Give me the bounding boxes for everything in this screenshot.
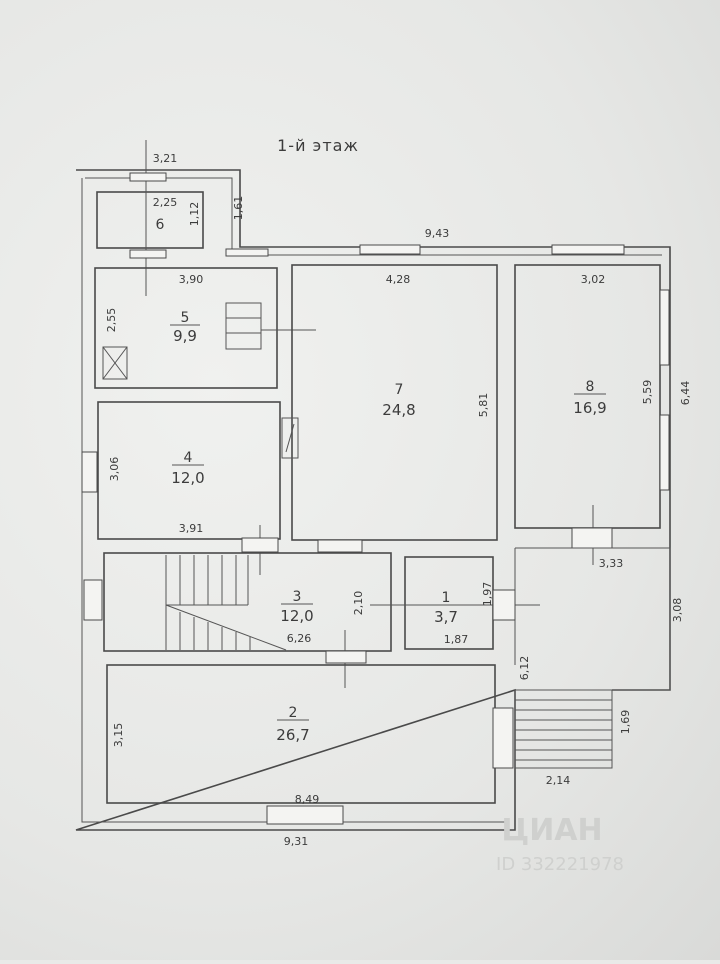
dim-label: 3,21 xyxy=(153,152,178,165)
window xyxy=(659,414,670,491)
window xyxy=(266,805,344,825)
doorway xyxy=(492,707,514,769)
boiler-icon xyxy=(102,346,128,380)
dim-label: 3,90 xyxy=(179,273,204,286)
room-5-number: 5 xyxy=(181,310,190,326)
dim-label: 5,81 xyxy=(477,393,490,418)
room-5-outline xyxy=(94,267,278,389)
room-8-outline xyxy=(514,264,661,529)
dim-label: 5,59 xyxy=(641,380,654,405)
doorway xyxy=(492,589,516,621)
watermark-logo: ЦИАН xyxy=(501,813,602,848)
room-4-number: 4 xyxy=(184,450,193,466)
doorway xyxy=(571,527,613,549)
veranda-outline xyxy=(514,547,671,691)
room-8-area: 16,9 xyxy=(573,399,606,417)
doorway xyxy=(317,539,363,553)
main-stair xyxy=(165,555,287,651)
dim-label: 3,33 xyxy=(599,557,624,570)
porch-stairs xyxy=(514,689,613,769)
dim-label: 3,08 xyxy=(671,598,684,623)
window xyxy=(129,172,167,182)
room-2-area: 26,7 xyxy=(276,726,309,744)
dim-label: 2,55 xyxy=(105,308,118,333)
room-1-area: 3,7 xyxy=(434,608,458,626)
room-7-outline xyxy=(291,264,498,541)
room-3-number: 3 xyxy=(293,589,302,605)
dim-label: 2,25 xyxy=(153,196,178,209)
outer-wall xyxy=(75,169,671,831)
doorway xyxy=(241,537,279,553)
dim-label: 1,61 xyxy=(232,196,245,221)
dim-label: 4,28 xyxy=(386,273,411,286)
window xyxy=(359,244,421,255)
doorway xyxy=(325,650,367,664)
room-8-number: 8 xyxy=(586,379,595,395)
dim-label: 3,15 xyxy=(112,723,125,748)
outer-wall-inner xyxy=(81,177,662,823)
dim-label: 3,06 xyxy=(108,457,121,482)
dim-label: 3,02 xyxy=(581,273,606,286)
room-3-outline xyxy=(103,552,392,652)
dim-label: 1,87 xyxy=(444,633,469,646)
window xyxy=(551,244,625,255)
room-2-number: 2 xyxy=(289,705,298,721)
room-6-outline xyxy=(96,191,204,249)
watermark-id: ID 332221978 xyxy=(496,854,624,875)
dim-label: 1,69 xyxy=(619,710,632,735)
dim-label: 2,10 xyxy=(352,591,365,616)
room-7-number: 7 xyxy=(395,382,404,398)
window xyxy=(225,248,269,257)
stair-small xyxy=(225,302,262,350)
dim-label: 8,49 xyxy=(295,793,320,806)
plan-title: 1-й этаж xyxy=(277,136,359,155)
window xyxy=(83,579,103,621)
room-1-number: 1 xyxy=(442,590,451,606)
room-4-area: 12,0 xyxy=(171,469,204,487)
room-7-area: 24,8 xyxy=(382,401,415,419)
window xyxy=(81,451,98,493)
room-4-outline xyxy=(97,401,281,540)
dim-label: 9,43 xyxy=(425,227,450,240)
dim-label: 1,12 xyxy=(188,202,201,227)
dim-label: 2,14 xyxy=(546,774,571,787)
dim-label: 6,26 xyxy=(287,632,312,645)
window xyxy=(659,289,670,366)
dim-label: 6,12 xyxy=(518,656,531,681)
room-3-area: 12,0 xyxy=(280,607,313,625)
room-5-area: 9,9 xyxy=(173,327,197,345)
window xyxy=(129,249,167,259)
dim-label: 3,91 xyxy=(179,522,204,535)
room-6-number: 6 xyxy=(156,217,165,233)
dim-label: 9,31 xyxy=(284,835,309,848)
fireplace-icon xyxy=(281,417,299,459)
dim-label: 6,44 xyxy=(679,381,692,406)
dim-label: 1,97 xyxy=(481,582,494,607)
